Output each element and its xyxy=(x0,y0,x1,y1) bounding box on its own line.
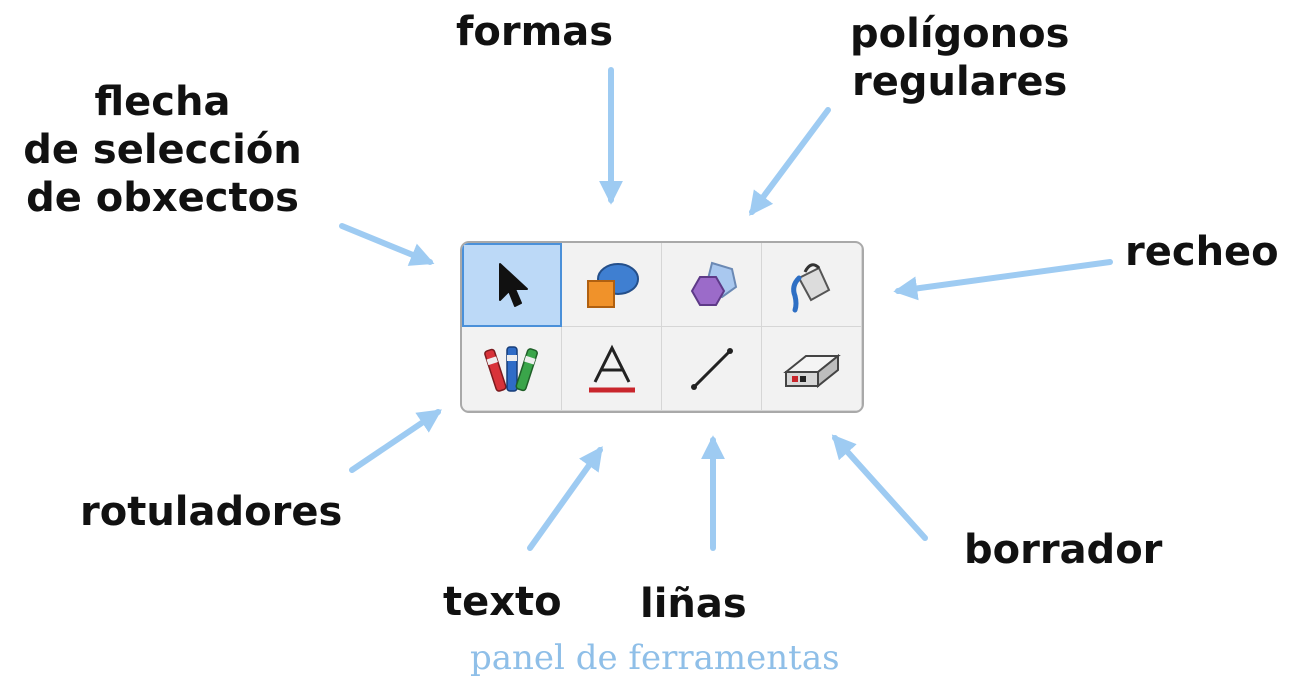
tool-lines[interactable] xyxy=(662,327,762,411)
caption-panel-de-ferramentas: panel de ferramentas xyxy=(470,638,840,678)
label-poligonos-line1: polígonos xyxy=(850,11,1070,57)
tool-pens[interactable] xyxy=(462,327,562,411)
label-borrador: borrador xyxy=(964,527,1163,573)
arrow-rotuladores xyxy=(349,409,442,473)
tool-panel xyxy=(460,241,864,413)
label-recheo: recheo xyxy=(1125,229,1279,275)
label-poligonos-line2: regulares xyxy=(852,59,1068,105)
label-flecha: flecha de selección de obxectos xyxy=(10,78,315,222)
arrow-poligonos xyxy=(749,107,831,216)
eraser-icon xyxy=(782,353,841,388)
label-linas: liñas xyxy=(640,581,747,627)
tool-shapes[interactable] xyxy=(562,243,662,327)
label-poligonos: polígonos regulares xyxy=(850,10,1069,106)
selection-arrow-icon xyxy=(499,263,528,307)
label-rotuladores: rotuladores xyxy=(80,489,343,535)
tool-selection-arrow[interactable] xyxy=(462,243,562,327)
text-tool-icon xyxy=(588,344,635,392)
line-tool-icon xyxy=(690,347,733,390)
arrow-flecha xyxy=(339,223,435,266)
tool-regular-polygons[interactable] xyxy=(662,243,762,327)
label-flecha-line3: de obxectos xyxy=(26,175,299,221)
arrow-recheo xyxy=(893,259,1113,301)
regular-polygons-icon xyxy=(690,261,737,306)
label-flecha-line1: flecha xyxy=(94,79,231,125)
label-formas: formas xyxy=(456,9,614,55)
pens-icon xyxy=(483,345,538,392)
fill-bucket-icon xyxy=(790,262,830,312)
tool-fill[interactable] xyxy=(762,243,862,327)
tool-eraser[interactable] xyxy=(762,327,862,411)
arrow-texto xyxy=(527,446,603,551)
arrow-borrador xyxy=(831,434,928,541)
tool-text[interactable] xyxy=(562,327,662,411)
label-texto: texto xyxy=(443,579,562,625)
shapes-icon xyxy=(586,262,639,308)
label-flecha-line2: de selección xyxy=(23,127,302,173)
